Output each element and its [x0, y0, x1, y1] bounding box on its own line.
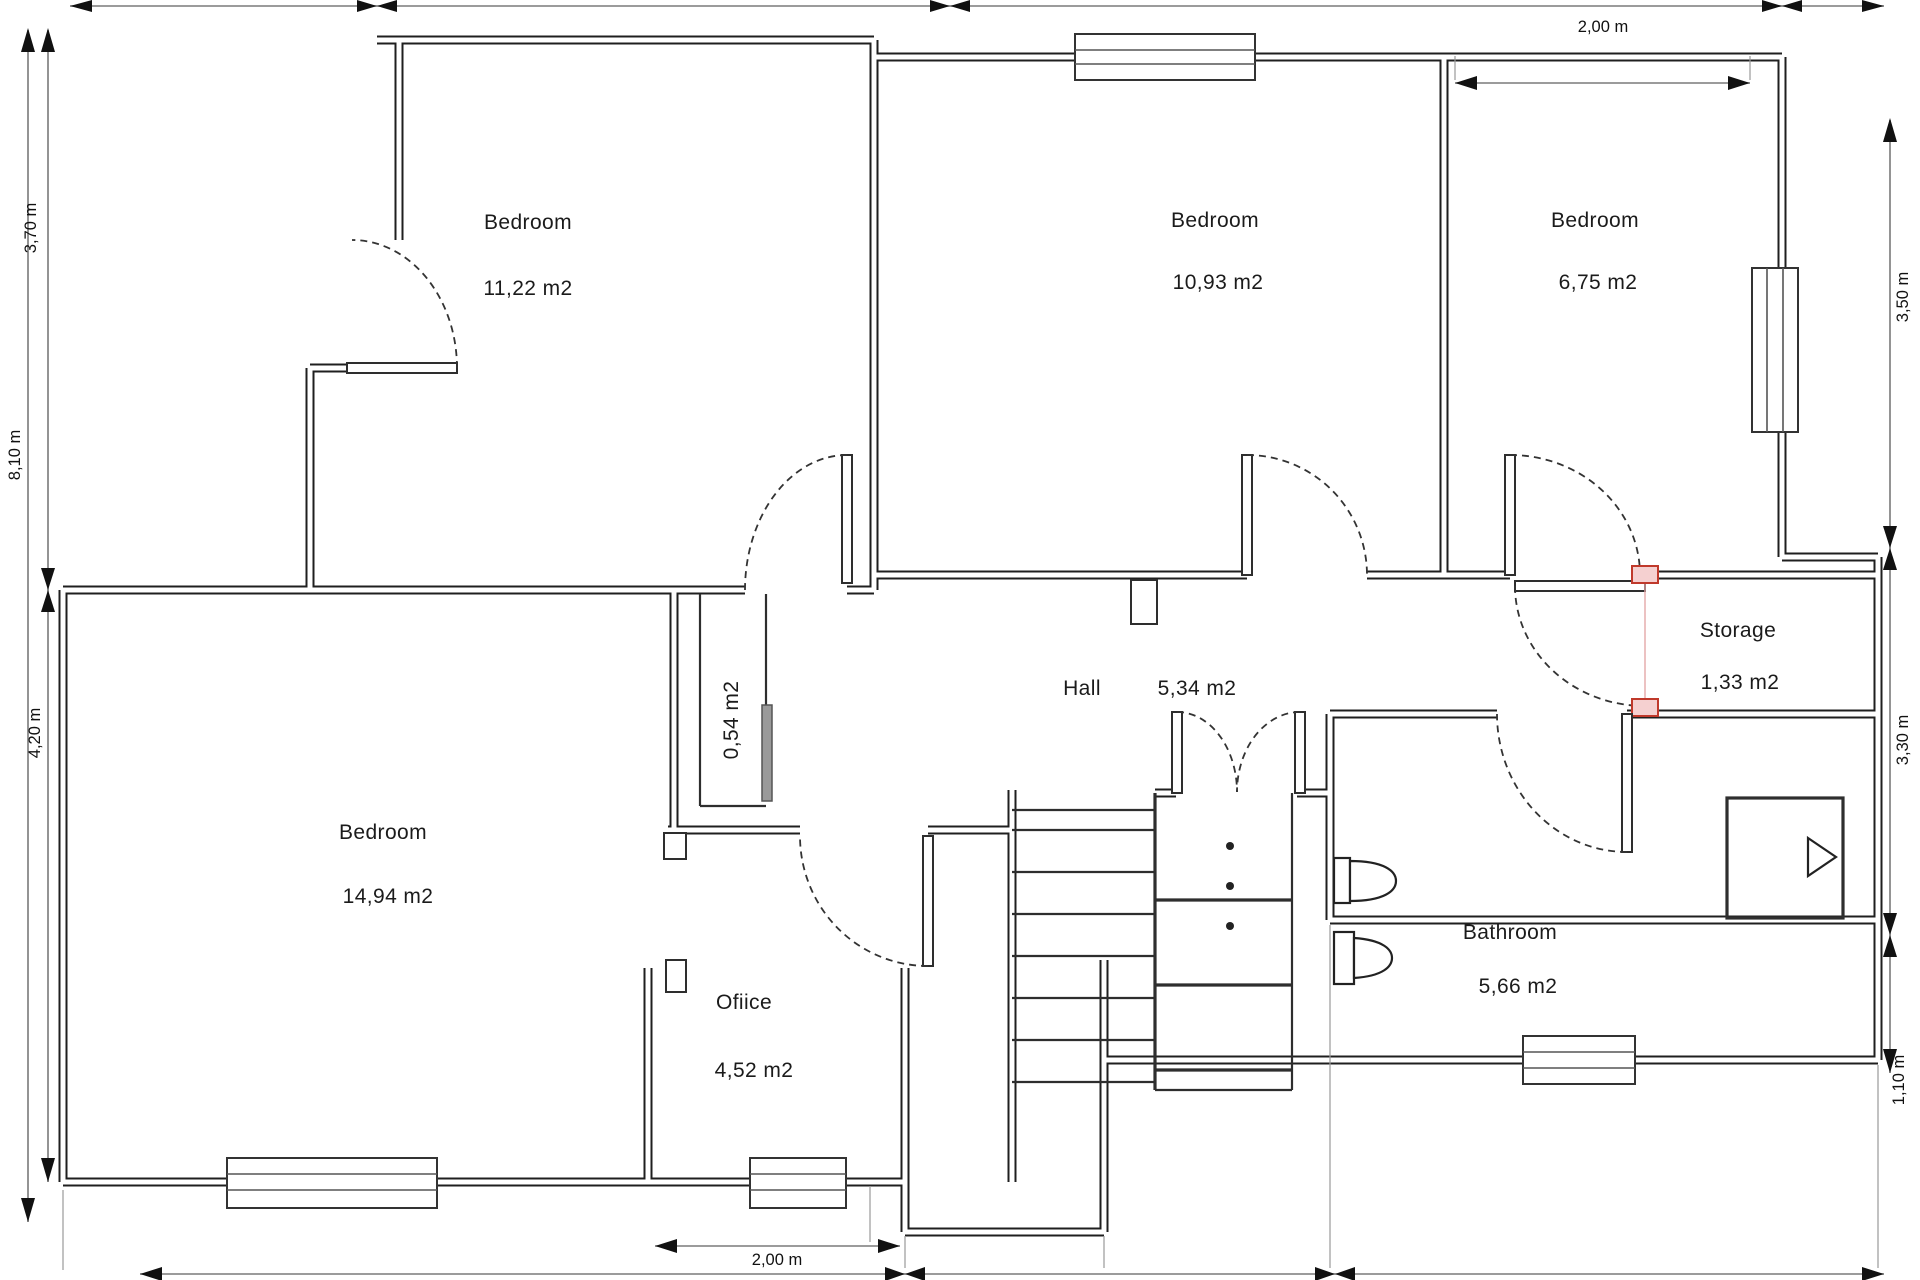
dim-left-top: 3,70 m — [22, 203, 40, 253]
door-leaf-bedroom1-west — [346, 362, 458, 374]
door-arc-french-left — [1176, 711, 1238, 793]
wall-stub — [665, 959, 687, 993]
door-jamb-storage-bottom — [1631, 698, 1659, 717]
dim-top-right: 2,00 m — [1578, 18, 1628, 36]
window-rear-south — [1522, 1035, 1636, 1085]
office-name: Ofiice — [716, 991, 772, 1014]
window-bedroom3-east — [1751, 267, 1799, 433]
dim-right-middle: 3,30 m — [1894, 715, 1912, 765]
bathroom-area: 5,66 m2 — [1479, 975, 1558, 998]
bedroom-top-left-area: 11,22 m2 — [483, 277, 572, 300]
window-office-south — [749, 1157, 847, 1209]
windows — [226, 33, 1799, 1209]
wall-stub-2 — [663, 832, 687, 860]
door-arc-bedroom2 — [1246, 454, 1368, 576]
hall-area: 5,34 m2 — [1158, 677, 1237, 700]
door-leaf-french-right — [1294, 711, 1306, 794]
door-arc-bathroom — [1496, 713, 1628, 853]
dim-right-bottom: 1,10 m — [1890, 1055, 1908, 1105]
bedroom-top-mid-name: Bedroom — [1171, 209, 1259, 232]
bedroom-left-area: 14,94 m2 — [343, 885, 434, 908]
door-leaf-french-left — [1171, 711, 1183, 794]
door-arc-bedroom3 — [1509, 454, 1641, 576]
bedroom-top-left-name: Bedroom — [484, 211, 572, 234]
closet-door-leaf — [761, 704, 773, 802]
shower-icon — [1725, 796, 1845, 920]
dim-right-top: 3,50 m — [1894, 272, 1912, 322]
dimension-lines — [21, 0, 1897, 1280]
closet-area: 0,54 m2 — [720, 681, 743, 760]
door-leaf-bathroom — [1621, 713, 1633, 853]
bedroom-top-right-area: 6,75 m2 — [1559, 271, 1638, 294]
sink-icon — [1332, 930, 1394, 986]
dim-left-bottom: 4,20 m — [26, 708, 44, 758]
toilet-icon — [1332, 856, 1398, 905]
bedroom-top-right-name: Bedroom — [1551, 209, 1639, 232]
door-leaf-storage — [1514, 580, 1646, 592]
window-bedroom2-north — [1074, 33, 1256, 81]
office-area: 4,52 m2 — [715, 1059, 794, 1082]
closet-054 — [698, 594, 773, 808]
door-arc-office — [799, 835, 929, 967]
stairs-continuation-dots — [1226, 842, 1234, 930]
door-leaf-bedroom3 — [1504, 454, 1516, 576]
door-arc-storage — [1514, 585, 1646, 707]
window-bedroom4-south — [226, 1157, 438, 1209]
dim-bottom-office: 2,00 m — [752, 1251, 802, 1269]
storage-area: 1,33 m2 — [1701, 671, 1780, 694]
door-arc-bedroom1-hall — [744, 454, 848, 591]
door-arc-bedroom1-west — [351, 239, 458, 369]
door-jamb-storage-top — [1631, 565, 1659, 584]
door-leaf-office — [922, 835, 934, 967]
walls — [58, 35, 1883, 1237]
door-leaf-bedroom2 — [1241, 454, 1253, 576]
door-leaf-bedroom1-hall — [841, 454, 853, 584]
dim-left-total: 8,10 m — [6, 430, 24, 480]
bathroom-name: Bathroom — [1463, 921, 1557, 944]
stairs — [1012, 793, 1294, 1092]
doors — [346, 239, 1659, 967]
wall-pier — [1130, 579, 1158, 625]
hall-name: Hall — [1063, 677, 1101, 700]
door-arc-french-right — [1236, 711, 1301, 793]
bedroom-top-mid-area: 10,93 m2 — [1173, 271, 1264, 294]
storage-name: Storage — [1700, 619, 1776, 642]
bathroom-fixtures — [1332, 796, 1845, 986]
bedroom-left-name: Bedroom — [339, 821, 427, 844]
